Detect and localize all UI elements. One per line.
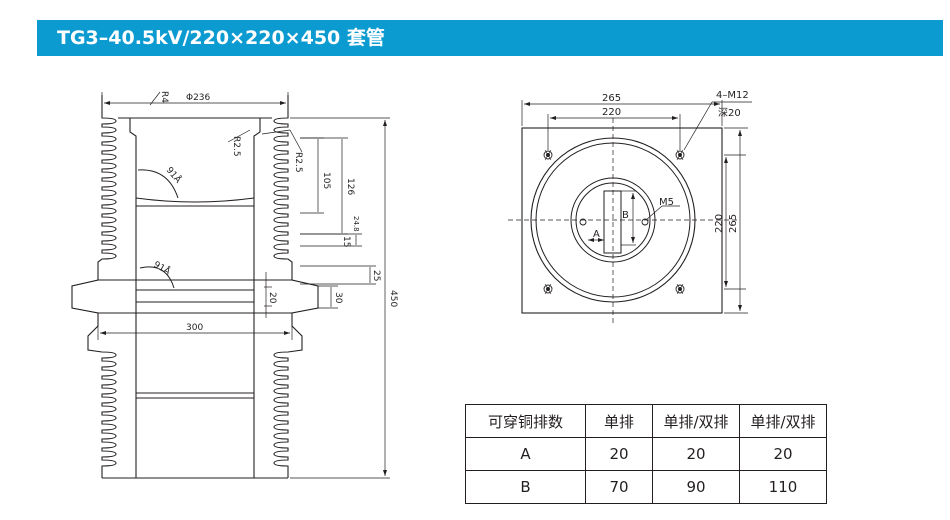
dim-248-label: 24.8: [352, 216, 360, 232]
r25-right-label: R2.5: [293, 152, 303, 173]
angle-mid-label: 91Å: [152, 258, 174, 278]
angle-arc-mid: [139, 266, 175, 289]
inner-contour-1: [135, 197, 255, 203]
dim-25-label: 25: [371, 270, 381, 281]
table-cell: 20: [739, 437, 827, 471]
dim-265-top-label: 265: [602, 93, 621, 104]
header-cell: 可穿铜排数: [465, 404, 586, 438]
left-outer-profile: [71, 95, 117, 478]
page-title: TG3–40.5kV/220×220×450 套管: [57, 27, 385, 49]
table-header-row: 可穿铜排数 单排 单排/双排 单排/双排: [465, 404, 827, 438]
spec-table: 可穿铜排数 单排 单排/双排 单排/双排 A 20 20 20 B 70 90 …: [465, 404, 827, 504]
angle-arc-top: [137, 169, 179, 199]
dim-105-label: 105: [321, 172, 331, 189]
header-cell: 单排: [585, 404, 653, 438]
table-cell: 90: [652, 470, 740, 504]
table-cell: 20: [585, 437, 653, 471]
m5-label: M5: [659, 197, 674, 208]
dim-20-label: 20: [267, 292, 277, 304]
dim-126-label: 126: [345, 178, 355, 195]
bolt-hole-tl: [543, 150, 553, 160]
dim-220-top-label: 220: [602, 107, 621, 118]
label-a: A: [593, 229, 600, 240]
table-cell: 20: [652, 437, 740, 471]
header-cell: 单排/双排: [739, 404, 827, 438]
depth-label: 深20: [718, 107, 741, 119]
header-cell: 单排/双排: [652, 404, 740, 438]
dim-300-label: 300: [186, 323, 203, 333]
table-cell: A: [465, 437, 586, 471]
bolt-hole-bl: [543, 284, 553, 294]
flange-plate: [521, 127, 723, 314]
table-row: A 20 20 20: [465, 437, 827, 471]
dim-220-side-label: 220: [714, 214, 725, 233]
m5-hole-right: [641, 218, 649, 226]
bolt-spec-label: 4–M12: [716, 90, 749, 101]
dim-236-label: Φ236: [186, 93, 211, 103]
dim-30-label: 30: [333, 292, 343, 304]
bolt-hole-br: [675, 284, 685, 294]
dim-15-label: 15: [341, 236, 351, 247]
side-view: Φ236 R4 R2.5 R2.5 91Å 91Å 105 126 24.8 1…: [71, 91, 398, 479]
left-inner-profile: [118, 117, 137, 478]
label-b: B: [622, 210, 629, 221]
table-cell: 110: [739, 470, 827, 504]
top-view: 265 220 4–M12 深20 220 265 M5 B A: [508, 90, 752, 326]
right-outer-profile: [273, 95, 319, 478]
m5-hole-left: [579, 218, 587, 226]
table-row: B 70 90 110: [465, 470, 827, 504]
angle-top-label: 91Å: [164, 164, 185, 186]
bolt-hole-tr: [675, 150, 685, 160]
r25-left-label: R2.5: [231, 136, 241, 157]
dim-265-side-label: 265: [728, 214, 739, 233]
r4-label: R4: [159, 91, 169, 103]
table-cell: B: [465, 470, 586, 504]
table-cell: 70: [585, 470, 653, 504]
title-bar: TG3–40.5kV/220×220×450 套管: [37, 20, 943, 56]
copper-slot: [603, 190, 622, 254]
dim-450-label: 450: [388, 290, 398, 307]
